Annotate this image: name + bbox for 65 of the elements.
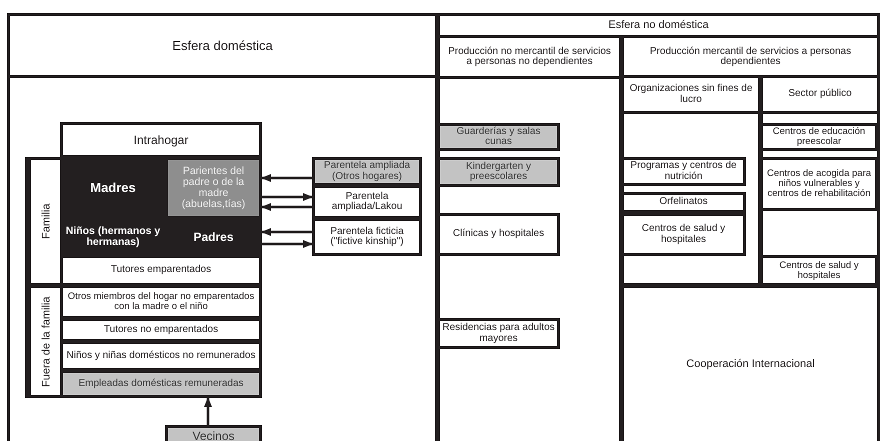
- box-label: Guarderías y salas cunas: [456, 126, 542, 148]
- box-label: Residencias para adultos mayores: [441, 321, 556, 346]
- category-box: [60, 285, 262, 319]
- box-label: Kindergarten y preescolares: [464, 160, 532, 184]
- box-label: Cooperación Internacional: [685, 357, 816, 372]
- category-box: [437, 157, 560, 187]
- category-box: [437, 213, 560, 256]
- panel-heading: Sector público: [763, 78, 877, 114]
- panel-heading: Esfera doméstica: [10, 16, 435, 78]
- category-box: [60, 318, 262, 342]
- region-panel: [437, 13, 880, 441]
- box-label: Tutores no emparentados: [102, 322, 220, 337]
- region-panel: [437, 35, 622, 441]
- box-label: Centros de acogida para niños vulnerables y centros de rehabilitación: [766, 167, 872, 201]
- region-panel: [621, 35, 880, 441]
- category-box: [60, 122, 262, 158]
- category-box: [760, 255, 878, 286]
- box-label: Centros de salud y hospitales: [640, 222, 726, 246]
- region-panel: [621, 75, 761, 286]
- group-band: [25, 285, 262, 398]
- box-label: Parentela ampliada/Lakou: [330, 190, 404, 214]
- category-box: [621, 192, 746, 213]
- arrow: [261, 174, 312, 182]
- box-label: Orfelinatos: [658, 195, 709, 210]
- category-box: [60, 341, 262, 371]
- category-box: [165, 218, 262, 256]
- box-label: Programas y centros de nutrición: [629, 160, 738, 183]
- arrow: [261, 228, 312, 236]
- box-label: Intrahogar: [132, 132, 190, 149]
- category-box: [437, 123, 560, 151]
- category-box: [312, 218, 422, 256]
- box-label: Empleadas domésticas remuneradas: [77, 376, 245, 391]
- box-label: Tutores emparentados: [110, 263, 212, 278]
- box-label: Centros de salud y hospitales: [778, 258, 860, 282]
- category-box: [760, 123, 878, 151]
- arrow: [204, 397, 212, 425]
- category-box: [312, 157, 422, 186]
- box-label: Niños y niñas domésticos no remunerados: [66, 348, 256, 363]
- box-label: Otros miembros del hogar no emparentados con la madre o el niño: [66, 290, 256, 314]
- panel-heading: Producción no mercantil de servicios a personas no dependientes: [440, 38, 619, 79]
- category-box: [60, 370, 262, 398]
- category-box: [165, 157, 262, 219]
- category-box: [621, 213, 746, 256]
- region-panel: [7, 13, 438, 441]
- region-panel: [760, 75, 880, 286]
- box-label: Vecinos: [191, 428, 236, 441]
- arrow: [262, 240, 313, 248]
- group-band: [25, 157, 262, 286]
- box-label: Madres: [89, 179, 137, 198]
- panel-heading: Organizaciones sin fines de lucro: [624, 78, 758, 114]
- box-label: Centros de educación preescolar: [772, 126, 866, 148]
- category-box: [621, 157, 746, 186]
- arrow: [262, 193, 313, 201]
- category-box: [60, 157, 166, 219]
- box-label: Niños (hermanos y hermanas): [64, 224, 162, 250]
- category-box: [165, 425, 262, 441]
- category-box: [760, 157, 878, 211]
- box-label: Clínicas y hospitales: [452, 227, 546, 242]
- box-label: Padres: [192, 228, 235, 246]
- category-box: [60, 255, 262, 286]
- box-label: Parentela ampliada (Otros hogares): [322, 160, 412, 183]
- box-label: Parentela ficticia ("fictive kinship"): [329, 224, 405, 249]
- arrow: [261, 203, 312, 211]
- category-box: [312, 185, 422, 219]
- box-label: Parientes del padre o de la madre (abuelas,tías): [180, 164, 246, 212]
